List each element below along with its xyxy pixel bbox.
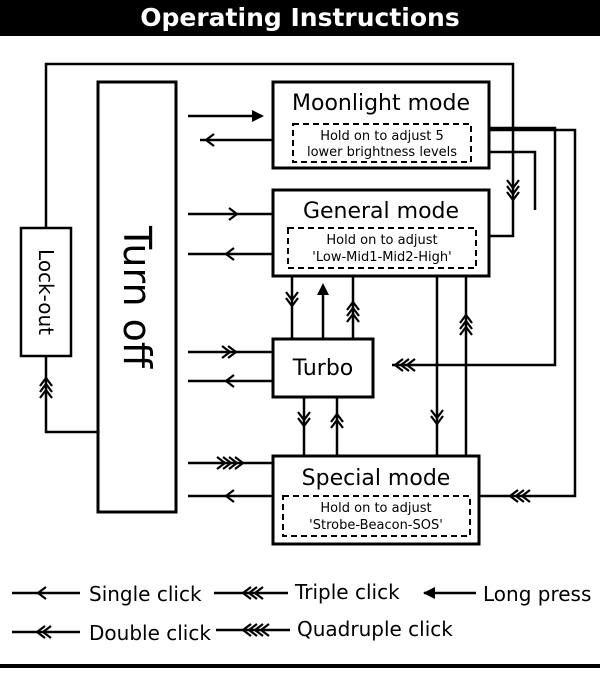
legend-quadruple-label: Quadruple click — [297, 617, 453, 641]
bottom-rule — [0, 664, 600, 668]
special-note-box — [282, 495, 471, 537]
moonlight-title: Moonlight mode — [292, 91, 470, 116]
turbo-title: Turbo — [292, 356, 354, 381]
moonlight-note-2: lower brightness levels — [307, 145, 457, 160]
legend-triple-label: Triple click — [294, 580, 400, 604]
special-note-1: Hold on to adjust — [320, 501, 431, 516]
general-title: General mode — [303, 199, 459, 224]
general-note-1: Hold on to adjust — [326, 233, 437, 248]
legend-double-label: Double click — [89, 621, 211, 645]
moonlight-note-1: Hold on to adjust 5 — [320, 129, 444, 144]
general-note-box — [287, 227, 477, 269]
turn-off-label: Turn off — [115, 225, 159, 369]
legend: Single click Triple click Long press Dou… — [12, 580, 591, 645]
legend-long-press-label: Long press — [483, 582, 591, 606]
legend-long-press-icon — [423, 587, 435, 599]
page-title: Operating Instructions — [0, 0, 600, 36]
special-box — [271, 454, 481, 546]
legend-single-label: Single click — [89, 582, 202, 606]
lock-out-label: Lock-out — [34, 249, 58, 335]
long-press-arrow-to-moonlight — [252, 110, 264, 122]
special-note-2: 'Strobe-Beacon-SOS' — [309, 518, 443, 533]
long-press-arrow-turbo-to-general — [317, 283, 329, 295]
moonlight-box — [271, 80, 491, 170]
connector-lines — [44, 62, 577, 498]
general-box — [271, 188, 491, 278]
turn-off-box — [96, 80, 178, 514]
special-title: Special mode — [302, 466, 451, 491]
moonlight-note-box — [292, 123, 472, 163]
general-note-2: 'Low-Mid1-Mid2-High' — [312, 250, 451, 265]
